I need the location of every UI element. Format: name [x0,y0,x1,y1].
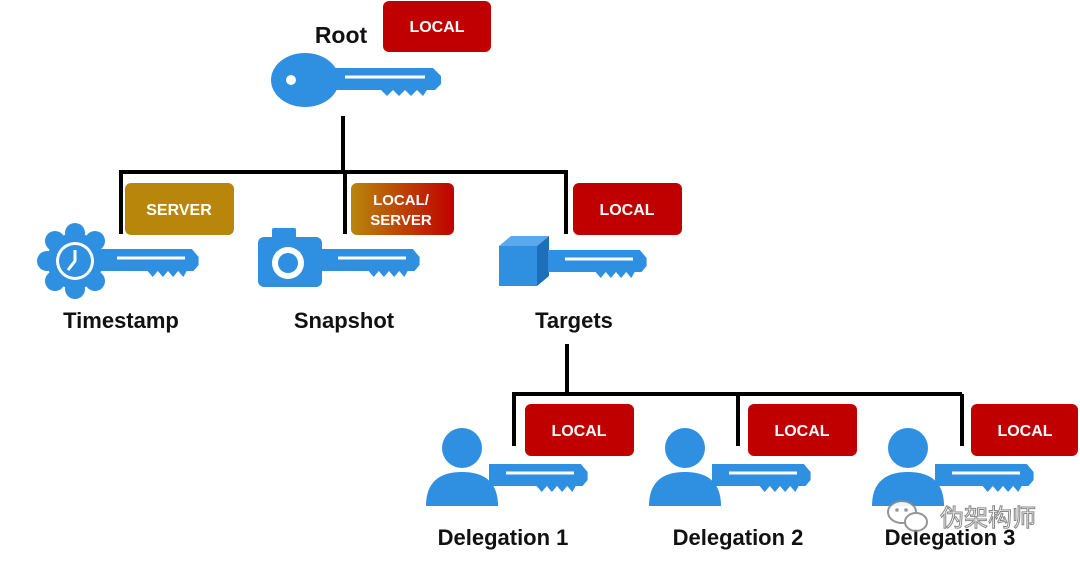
key-icon [271,53,443,107]
snapshot-node: LOCAL/ SERVER Snapshot [258,183,454,333]
timestamp-label: Timestamp [63,308,179,333]
delegation1-label: Delegation 1 [438,525,569,550]
wechat-icon [887,500,928,532]
timestamp-badge: SERVER [125,183,234,235]
targets-badge: LOCAL [573,183,682,235]
watermark: 伪架构师 [887,500,1037,533]
delegation1-badge: LOCAL [525,404,634,456]
root-badge: LOCAL [383,1,491,52]
clock-key-icon [37,223,201,299]
root-node: Root LOCAL [271,1,491,107]
delegation2-label: Delegation 2 [673,525,804,550]
watermark-text: 伪架构师 [940,504,1036,532]
person-key-icon [649,428,813,506]
targets-badge-text: LOCAL [599,202,654,219]
connector-lines [119,116,964,446]
delegation2-badge-text: LOCAL [774,423,829,440]
root-badge-text: LOCAL [409,19,464,36]
delegation3-badge: LOCAL [971,404,1078,456]
delegation3-label: Delegation 3 [885,525,1016,550]
cube-key-icon [499,236,649,286]
delegation3-badge-text: LOCAL [997,423,1052,440]
delegation2-badge: LOCAL [748,404,857,456]
delegation2-node: LOCAL Delegation 2 [649,404,857,550]
delegation1-badge-text: LOCAL [551,423,606,440]
targets-label: Targets [535,308,613,333]
camera-key-icon [258,228,422,287]
delegation1-node: LOCAL Delegation 1 [426,404,634,550]
person-key-icon [872,428,1036,506]
snapshot-label: Snapshot [294,308,395,333]
targets-node: LOCAL Targets [499,183,682,333]
snapshot-badge-text-line1: LOCAL/ [373,192,430,209]
timestamp-badge-text: SERVER [146,202,212,219]
delegation3-node: LOCAL Delegation 3 [872,404,1078,550]
snapshot-badge: LOCAL/ SERVER [351,183,454,235]
timestamp-node: SERVER Timestamp [37,183,234,333]
snapshot-badge-text-line2: SERVER [370,212,432,229]
root-label: Root [315,22,368,48]
person-key-icon [426,428,590,506]
